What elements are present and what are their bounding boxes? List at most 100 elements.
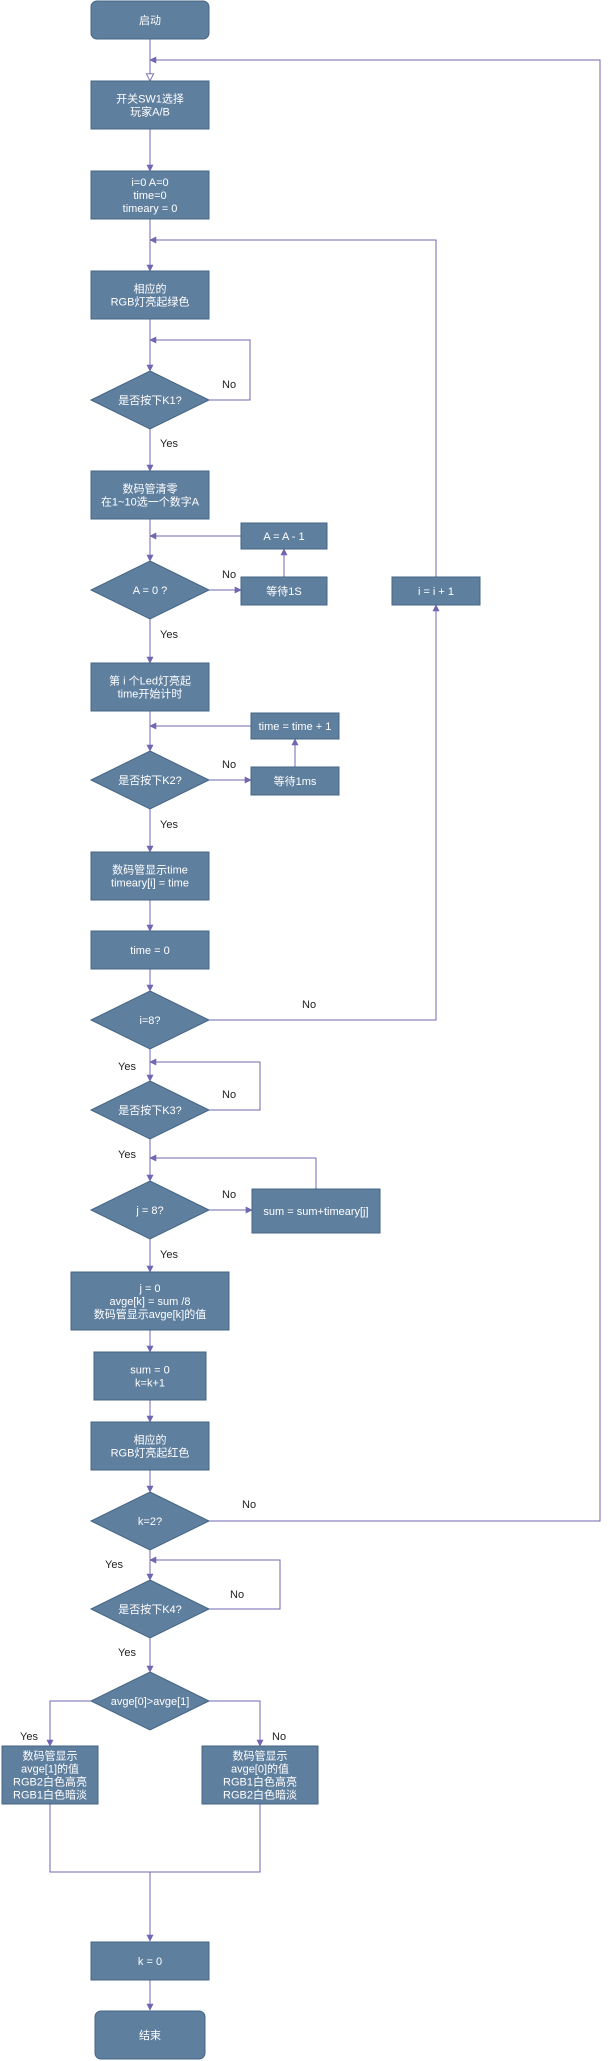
node-compare: avge[0]>avge[1] [89,1671,211,1731]
node-label: 是否按下K2? [118,773,182,787]
node-label: sum = 0 [130,1365,169,1377]
edge-label-k2check-no: No [242,1499,256,1511]
edge-label-j8-yes: Yes [160,1249,178,1261]
process-shape [90,851,210,901]
node-k2: 是否按下K2? [89,750,211,810]
terminal-shape [94,2010,206,2060]
node-label: RGB2白色暗淡 [223,1788,297,1802]
node-wait1s: 等待1S [240,576,328,606]
process-shape [240,576,328,606]
node-label: avge[k] = sum /8 [109,1296,190,1308]
process-shape [90,270,210,320]
decision-shape [89,370,211,430]
process-shape [250,712,340,740]
node-label: 在1~10选一个数字A [101,495,200,509]
process-shape [251,1188,381,1234]
node-label: A = A - 1 [263,531,304,543]
node-label: 数码管显示 [233,1749,288,1763]
node-label: time开始计时 [118,687,183,701]
connector-line [149,1556,281,1610]
edge-label-k1-no: No [222,379,236,391]
node-label: timeary[i] = time [111,878,189,890]
terminal-shape [90,0,210,40]
node-label: j = 0 [138,1283,160,1295]
node-label: 等待1ms [274,774,317,788]
decision-shape [89,560,211,620]
node-label: 相应的 [134,282,167,296]
node-label: k = 0 [138,1956,162,1968]
node-label: k=k+1 [135,1378,165,1390]
process-shape [90,80,210,130]
node-label: RGB1白色高亮 [223,1775,297,1789]
connector-line [209,1700,264,1747]
process-shape [201,1745,319,1805]
connector-line [46,1700,91,1747]
node-i-plus: i = i + 1 [391,576,481,606]
node-label: j = 8? [135,1205,163,1217]
node-time-plus: time = time + 1 [250,712,340,740]
node-label: A = 0 ? [133,585,168,597]
node-label: 等待1S [266,584,301,598]
decision-shape [89,1491,211,1551]
node-label: 开关SW1选择 [116,92,184,106]
process-shape [90,930,210,970]
node-label: RGB1白色暗淡 [13,1788,87,1802]
node-label: sum = sum+timeary[j] [263,1206,368,1218]
edge-label-k3-yes: Yes [118,1149,136,1161]
node-label: RGB2白色高亮 [13,1775,87,1789]
decision-shape [89,990,211,1050]
node-label: avge[0]的值 [231,1762,289,1776]
node-label: 是否按下K1? [118,393,182,407]
connector-line [149,1058,261,1111]
node-label: avge[0]>avge[1] [111,1696,190,1708]
edge-label-a-zero-yes: Yes [160,629,178,641]
node-label: k=2? [138,1516,162,1528]
node-sum-add: sum = sum+timeary[j] [251,1188,381,1234]
edge-label-k1-yes: Yes [160,438,178,450]
node-i8: i=8? [89,990,211,1050]
edge-label-i8-yes: Yes [118,1061,136,1073]
connector-line [149,336,251,401]
node-label: 相应的 [134,1433,167,1447]
node-label: time = time + 1 [259,721,332,733]
edge-label-k4-yes: Yes [118,1647,136,1659]
node-label: i=0 A=0 [131,177,168,189]
node-label: 数码管显示 [23,1749,78,1763]
decision-shape [89,1579,211,1639]
edge-label-compare-yes: Yes [20,1731,38,1743]
process-shape [391,576,481,606]
node-label: i=8? [139,1015,160,1027]
node-end: 结束 [94,2010,206,2060]
node-j8: j = 8? [89,1180,211,1240]
edge-label-k4-no: No [230,1589,244,1601]
process-shape [93,1351,207,1401]
edge-label-compare-no: No [272,1731,286,1743]
node-label: 结束 [139,2029,161,2042]
node-label: 启动 [139,14,161,27]
node-wait1ms: 等待1ms [250,766,340,796]
node-label: RGB灯亮起红色 [111,1446,190,1460]
edge-label-k2-yes: Yes [160,819,178,831]
node-label: time=0 [133,190,166,202]
decision-shape [89,1180,211,1240]
process-shape [90,1941,210,1981]
edge-label-j8-no: No [222,1189,236,1201]
node-label: 是否按下K4? [118,1602,182,1616]
node-label: avge[1]的值 [21,1762,79,1776]
node-label: 第 i 个Led灯亮起 [109,674,191,688]
edge-label-k2-no: No [222,759,236,771]
decision-shape [89,750,211,810]
decision-shape [89,1080,211,1140]
edge-label-i8-no: No [302,999,316,1011]
node-start: 启动 [90,0,210,40]
node-time-zero: time = 0 [90,930,210,970]
node-sum-zero: sum = 0k=k+1 [93,1351,207,1401]
node-label: time = 0 [130,945,169,957]
node-k-zero: k = 0 [90,1941,210,1981]
